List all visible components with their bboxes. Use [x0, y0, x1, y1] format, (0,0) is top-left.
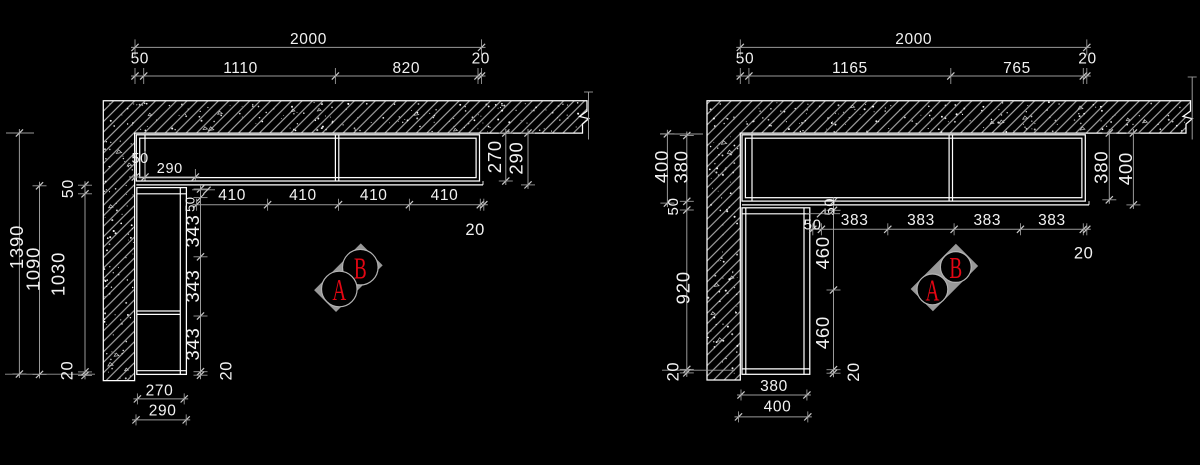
- svg-text:A: A: [925, 273, 939, 308]
- svg-text:1030: 1030: [48, 252, 69, 296]
- svg-text:343: 343: [182, 327, 203, 360]
- svg-text:383: 383: [973, 212, 1001, 229]
- svg-text:383: 383: [841, 212, 869, 229]
- svg-text:400: 400: [651, 150, 672, 183]
- svg-text:50: 50: [131, 51, 149, 68]
- svg-text:270: 270: [146, 383, 174, 400]
- svg-text:410: 410: [431, 187, 459, 204]
- svg-text:50: 50: [804, 217, 822, 234]
- svg-text:50: 50: [665, 197, 682, 215]
- svg-text:410: 410: [218, 187, 246, 204]
- svg-text:50: 50: [132, 151, 149, 167]
- svg-text:270: 270: [484, 140, 505, 173]
- svg-text:1390: 1390: [6, 225, 27, 269]
- svg-text:1110: 1110: [223, 60, 258, 77]
- svg-text:383: 383: [907, 212, 935, 229]
- svg-text:343: 343: [182, 214, 203, 247]
- svg-text:343: 343: [182, 269, 203, 302]
- svg-text:50: 50: [821, 198, 838, 216]
- svg-text:20: 20: [665, 362, 683, 382]
- svg-text:380: 380: [1091, 151, 1112, 184]
- svg-text:410: 410: [360, 187, 388, 204]
- svg-text:380: 380: [760, 378, 788, 395]
- svg-text:50: 50: [183, 197, 198, 212]
- svg-text:920: 920: [673, 271, 694, 304]
- svg-text:290: 290: [149, 402, 177, 419]
- svg-text:400: 400: [764, 398, 792, 415]
- svg-text:380: 380: [670, 150, 691, 183]
- svg-text:20: 20: [1074, 245, 1094, 263]
- svg-text:A: A: [332, 273, 346, 308]
- svg-text:290: 290: [506, 141, 527, 174]
- svg-text:2000: 2000: [895, 31, 932, 48]
- svg-text:383: 383: [1038, 212, 1066, 229]
- svg-text:20: 20: [218, 361, 236, 381]
- svg-text:20: 20: [472, 51, 490, 68]
- svg-text:20: 20: [465, 221, 485, 239]
- svg-text:2000: 2000: [290, 31, 327, 48]
- svg-text:20: 20: [845, 362, 863, 382]
- svg-text:B: B: [949, 251, 962, 286]
- svg-text:460: 460: [812, 236, 833, 269]
- svg-text:20: 20: [1078, 51, 1096, 68]
- svg-text:410: 410: [289, 187, 317, 204]
- svg-text:460: 460: [812, 316, 833, 349]
- svg-text:50: 50: [736, 51, 754, 68]
- svg-text:290: 290: [157, 161, 183, 177]
- svg-text:1165: 1165: [832, 60, 868, 77]
- svg-text:B: B: [354, 251, 367, 286]
- svg-text:1090: 1090: [23, 247, 44, 291]
- svg-text:50: 50: [60, 179, 77, 198]
- svg-text:765: 765: [1003, 60, 1031, 77]
- svg-text:820: 820: [392, 60, 420, 77]
- svg-text:400: 400: [1115, 152, 1136, 185]
- svg-text:20: 20: [59, 361, 77, 381]
